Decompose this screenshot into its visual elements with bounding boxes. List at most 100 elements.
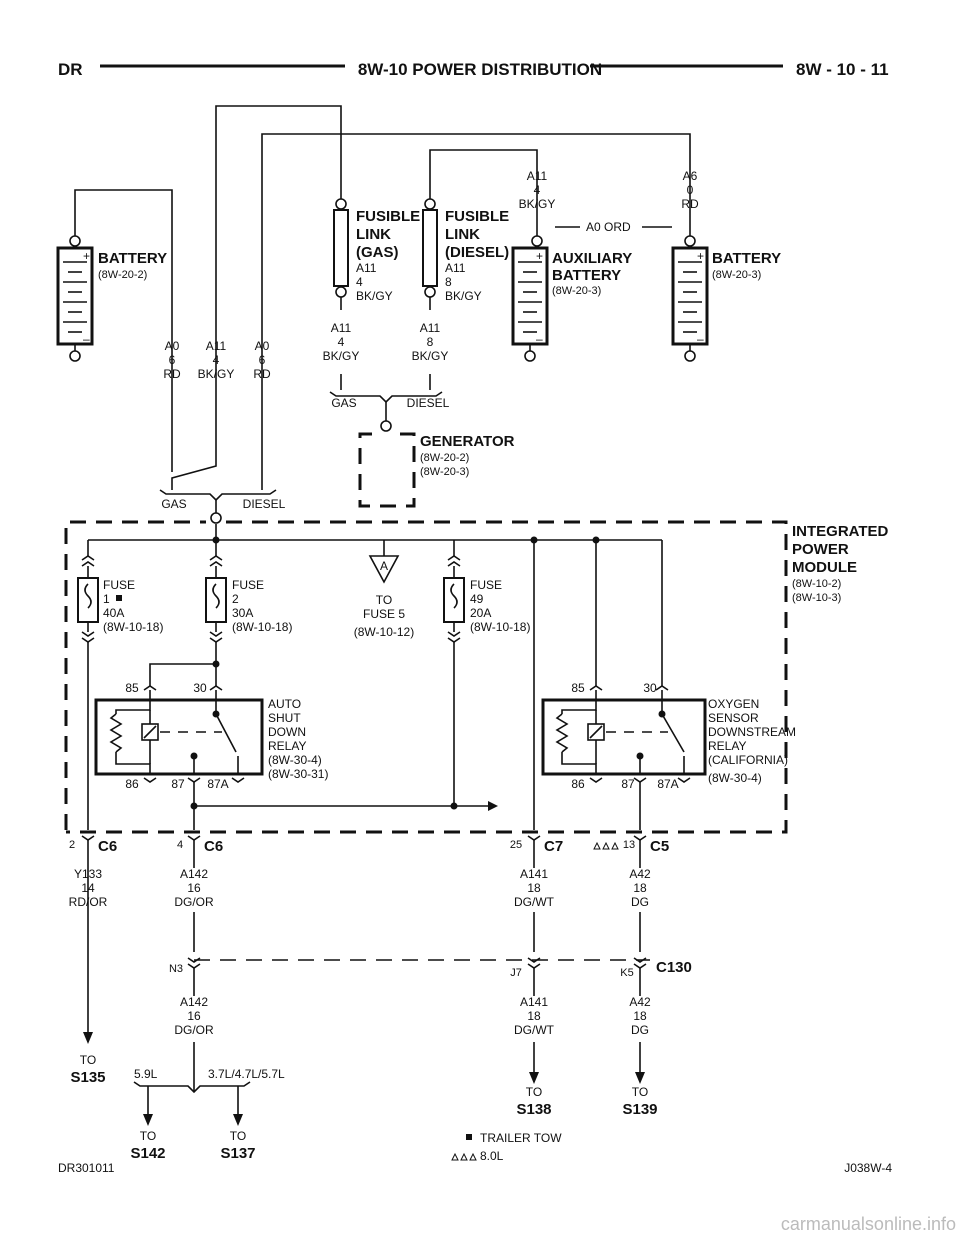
battery-auxiliary: A11 4 BK/GY + – AUXILIARY BATTERY (8W-20…	[511, 169, 632, 362]
y133-circuit: Y133	[74, 867, 102, 881]
a142-bot-gauge: 16	[187, 1009, 201, 1023]
legend-square-icon	[466, 1134, 472, 1140]
s139-to: TO	[632, 1085, 648, 1099]
left-wire-labels: A0 6 RD A11 4 BK/GY A0 6 RD GAS DIESEL	[161, 339, 285, 511]
o2-sensor-relay: 85 30 86 87 87A OXYGEN SENSOR DOWNSTREAM…	[541, 539, 796, 830]
ipm-title-1: INTEGRATED	[792, 523, 889, 540]
y133-gauge: 14	[81, 881, 95, 895]
wire-a0-left-gauge: 6	[169, 353, 176, 367]
right-battery-wire-color: RD	[681, 197, 699, 211]
c6a-pin: 2	[69, 839, 75, 851]
fuse2-number: 2	[232, 592, 239, 606]
fl-gas-color: BK/GY	[356, 289, 393, 303]
fusible-link-diesel: FUSIBLE LINK (DIESEL) A11 8 BK/GY A11 8 …	[331, 198, 509, 410]
fl-diesel-title-1: FUSIBLE	[445, 208, 509, 225]
c130-pin-k5: K5	[620, 967, 633, 979]
fuse1-rating: 40A	[103, 606, 124, 620]
fl-diesel-title-3: (DIESEL)	[445, 244, 509, 261]
battery-main: + – BATTERY (8W-20-2)	[56, 235, 167, 362]
c130-pin-n3: N3	[169, 963, 183, 975]
right-battery-wire-gauge: 0	[687, 183, 694, 197]
aux-wire-circuit: A11	[527, 169, 548, 183]
aux-wire-color: BK/GY	[519, 197, 556, 211]
trailer-tow-marker-icon	[116, 595, 122, 601]
battery-right: A6 0 RD + – BATTERY (8W-20-3)	[671, 169, 781, 362]
fuse1-ref: (8W-10-18)	[103, 620, 163, 634]
asd-ref-1: (8W-30-4)	[268, 753, 322, 767]
fl-diesel-gauge: 8	[445, 275, 452, 289]
page-footer: DR301011 J038W-4 carmanualsonline.info	[58, 1161, 956, 1234]
fl-diesel-out-color: BK/GY	[412, 349, 449, 363]
aux-battery-title-2: BATTERY	[552, 267, 621, 284]
right-plus-icon: +	[697, 249, 704, 263]
aux-wire-gauge: 4	[534, 183, 541, 197]
page-header: DR 8W-10 POWER DISTRIBUTION 8W - 10 - 11	[58, 60, 889, 79]
gas-label-left: GAS	[161, 497, 186, 511]
asd-pin-86: 86	[125, 777, 139, 791]
aux-battery-title-1: AUXILIARY	[552, 250, 632, 267]
fl-diesel-circuit: A11	[445, 261, 466, 275]
fuse-2: FUSE 2 30A (8W-10-18)	[149, 555, 292, 686]
top-wiring	[74, 105, 691, 524]
wire-a0-left-circuit: A0	[165, 339, 180, 353]
plus-icon: +	[83, 249, 90, 263]
ipm-ref-1: (8W-10-2)	[792, 578, 841, 590]
fl-gas-out-gauge: 4	[338, 335, 345, 349]
integrated-power-module: INTEGRATED POWER MODULE (8W-10-2) (8W-10…	[64, 520, 889, 834]
asd-pin-87: 87	[171, 777, 185, 791]
connector-c130: N3 J7 K5 C130	[169, 957, 692, 1072]
fuse49-label: FUSE	[470, 578, 502, 592]
fuse-1: FUSE 1 40A (8W-10-18)	[77, 555, 163, 830]
generator-ref-1: (8W-20-2)	[420, 452, 469, 464]
fuse2-ref: (8W-10-18)	[232, 620, 292, 634]
a142-top-gauge: 16	[187, 881, 201, 895]
fl-diesel-color: BK/GY	[445, 289, 482, 303]
legend-triangle-icon	[451, 1152, 477, 1161]
minus-icon: –	[83, 332, 90, 346]
a141-top-color: DG/WT	[514, 895, 555, 909]
gas-label-gen: GAS	[331, 396, 356, 410]
s142-to: TO	[140, 1129, 156, 1143]
asd-pin-85: 85	[125, 681, 139, 695]
a141-top-circuit: A141	[520, 867, 548, 881]
c130-name: C130	[656, 959, 692, 976]
fl-gas-title-2: LINK	[356, 226, 391, 243]
c5-name: C5	[650, 838, 669, 855]
legend: TRAILER TOW 8.0L	[451, 1131, 562, 1163]
fuse49-rating: 20A	[470, 606, 491, 620]
aux-battery-ref: (8W-20-3)	[552, 285, 601, 297]
fusible-link-gas: FUSIBLE LINK (GAS) A11 4 BK/GY A11 4 BK/…	[323, 198, 420, 363]
wire-a11-left-circuit: A11	[206, 339, 227, 353]
s135-to: TO	[80, 1053, 96, 1067]
a42-top-circuit: A42	[629, 867, 651, 881]
a42-bot-color: DG	[631, 1023, 649, 1037]
wire-a0-right-color: RD	[253, 367, 271, 381]
fuse49-number: 49	[470, 592, 484, 606]
s139-name: S139	[622, 1101, 657, 1118]
engine-other-label: 3.7L/4.7L/5.7L	[208, 1067, 285, 1081]
a142-top-circuit: A142	[180, 867, 208, 881]
wire-a0-right-gauge: 6	[259, 353, 266, 367]
fuse1-label: FUSE	[103, 578, 135, 592]
o2-pin-85: 85	[571, 681, 585, 695]
ipm-ref-2: (8W-10-3)	[792, 592, 841, 604]
fl-gas-out-color: BK/GY	[323, 349, 360, 363]
asd-ref-2: (8W-30-31)	[268, 767, 328, 781]
o2-pin-30: 30	[643, 681, 657, 695]
o2-title-4: RELAY	[708, 739, 746, 753]
header-section-code: DR	[58, 60, 83, 79]
a42-top-gauge: 18	[633, 881, 647, 895]
fuse5-name: FUSE 5	[363, 607, 405, 621]
engine-5-9l-label: 5.9L	[134, 1067, 158, 1081]
asd-pin-30: 30	[193, 681, 207, 695]
ipm-bus	[87, 524, 600, 830]
a42-bot-gauge: 18	[633, 1009, 647, 1023]
fl-gas-circuit: A11	[356, 261, 377, 275]
asd-relay: 85 30 86 87 87A AUTO SHUT DOWN RELAY (8W…	[94, 681, 498, 830]
right-battery-title: BATTERY	[712, 250, 781, 267]
s137-to: TO	[230, 1129, 246, 1143]
fuse1-number: 1	[103, 592, 110, 606]
asd-title-1: AUTO	[268, 697, 301, 711]
c6b-pin: 4	[177, 839, 183, 851]
